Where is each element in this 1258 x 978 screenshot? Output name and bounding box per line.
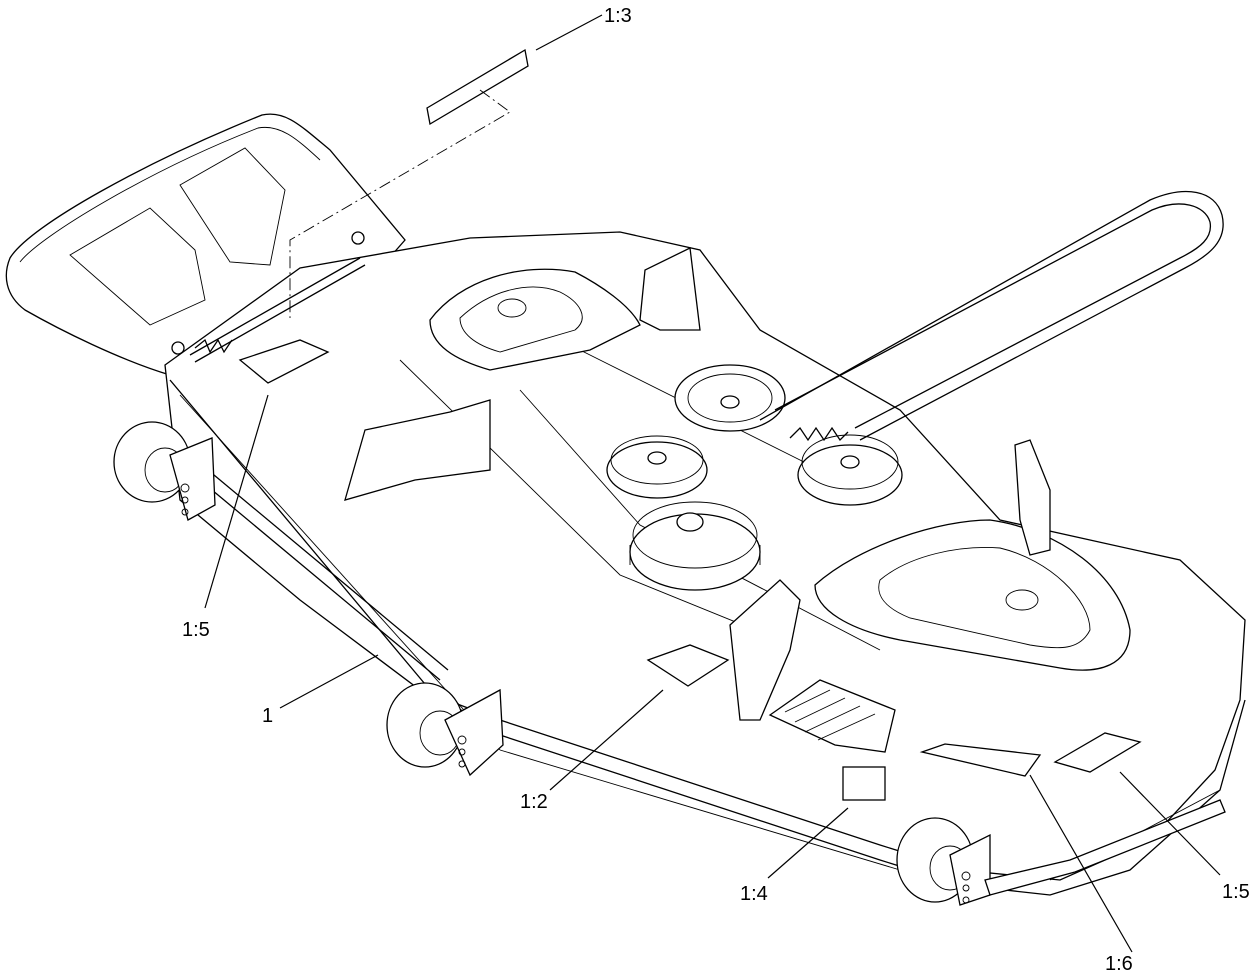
decal-1-4 [842,766,886,801]
decals [238,48,1142,801]
leader-lines [204,14,1221,953]
callout-1-5-left: 1:5 [182,619,210,641]
wheel-front-center [386,682,504,777]
height-adjust-rod [171,231,366,363]
callout-1-2: 1:2 [520,791,548,813]
callout-1-6: 1:6 [1105,953,1133,975]
tension-spring [789,426,849,442]
foot-step-tread [768,679,896,753]
pulley-right [797,434,903,506]
decal-placement-line [289,89,511,318]
decal-1-5-right [1053,732,1142,773]
decal-1-3 [426,48,529,126]
callout-1: 1 [262,705,273,727]
wheel-rear-right [896,817,991,906]
decal-1-2 [646,644,730,687]
decal-1-5-left [238,339,330,384]
idler-pulley-top [674,364,786,432]
drive-belt [759,190,1224,441]
spindle-cover-left [429,268,641,371]
spindle-cover-right [814,519,1131,671]
pulley-main [629,501,761,591]
cross-bar [199,469,449,681]
callout-1-4: 1:4 [740,883,768,905]
mounting-brackets [344,247,1051,721]
callout-1-3: 1:3 [604,5,632,27]
skid-plate [984,799,1226,896]
pulley-group [606,364,903,591]
pulley-center [606,435,708,499]
wheel-front-left [113,421,216,521]
decal-1-6 [919,743,1042,777]
callout-1-5-right: 1:5 [1222,881,1250,903]
